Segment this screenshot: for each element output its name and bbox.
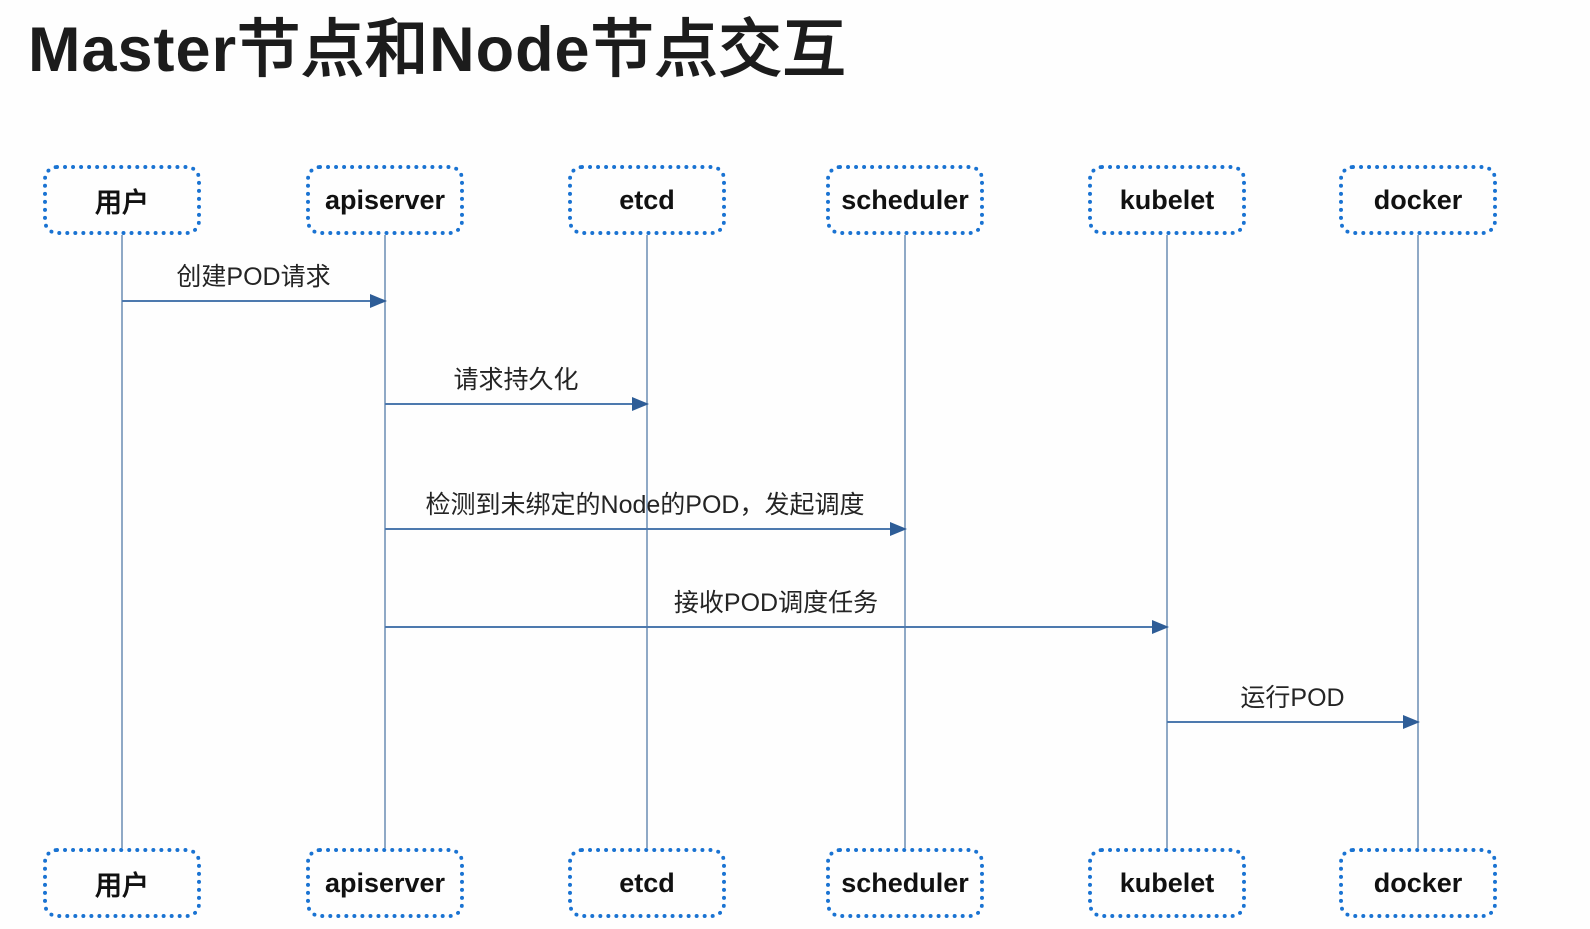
message-label: 接收POD调度任务 bbox=[673, 589, 879, 617]
actor-bottom-apiserver: apiserver bbox=[306, 848, 464, 918]
arrowhead-right-icon bbox=[632, 397, 649, 411]
message-label: 创建POD请求 bbox=[176, 263, 331, 291]
page-title: Master节点和Node节点交互 bbox=[28, 15, 847, 85]
message-arrow-line bbox=[1167, 715, 1420, 729]
message-arrow-line bbox=[385, 397, 649, 411]
message-create-pod-request: 创建POD请求 bbox=[122, 250, 387, 308]
actor-top-docker: docker bbox=[1339, 165, 1497, 235]
actor-bottom-kubelet: kubelet bbox=[1088, 848, 1246, 918]
lifeline-apiserver bbox=[384, 235, 386, 848]
arrowhead-right-icon bbox=[370, 294, 387, 308]
lifeline-docker bbox=[1417, 235, 1419, 848]
lifeline-scheduler bbox=[904, 235, 906, 848]
message-persist-request: 请求持久化 bbox=[385, 353, 649, 411]
lifeline-user bbox=[121, 235, 123, 848]
actor-top-kubelet: kubelet bbox=[1088, 165, 1246, 235]
message-label: 检测到未绑定的Node的POD，发起调度 bbox=[425, 491, 865, 519]
actor-top-user: 用户 bbox=[43, 165, 201, 235]
message-arrow-line bbox=[385, 522, 907, 536]
message-run-pod: 运行POD bbox=[1167, 671, 1420, 729]
lifeline-kubelet bbox=[1166, 235, 1168, 848]
message-arrow-line bbox=[122, 294, 387, 308]
actor-bottom-docker: docker bbox=[1339, 848, 1497, 918]
actor-top-etcd: etcd bbox=[568, 165, 726, 235]
arrowhead-right-icon bbox=[1403, 715, 1420, 729]
actor-bottom-etcd: etcd bbox=[568, 848, 726, 918]
lifeline-etcd bbox=[646, 235, 648, 848]
message-arrow-line bbox=[385, 620, 1169, 634]
actor-bottom-user: 用户 bbox=[43, 848, 201, 918]
actor-top-apiserver: apiserver bbox=[306, 165, 464, 235]
arrowhead-right-icon bbox=[1152, 620, 1169, 634]
message-label: 请求持久化 bbox=[453, 366, 579, 394]
message-receive-pod-schedule-task: 接收POD调度任务 bbox=[385, 576, 1169, 634]
message-detect-unbound-pod: 检测到未绑定的Node的POD，发起调度 bbox=[385, 478, 907, 536]
actor-top-scheduler: scheduler bbox=[826, 165, 984, 235]
arrowhead-right-icon bbox=[890, 522, 907, 536]
message-label: 运行POD bbox=[1240, 684, 1345, 712]
actor-bottom-scheduler: scheduler bbox=[826, 848, 984, 918]
